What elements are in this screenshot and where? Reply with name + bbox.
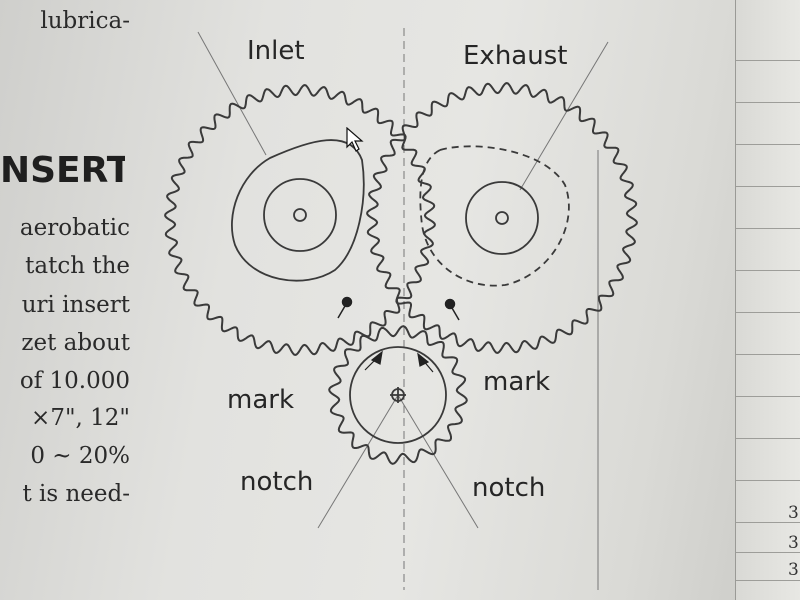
text-line: zet about — [21, 330, 130, 356]
mark-label-left: mark — [227, 385, 295, 415]
text-line: aerobatic — [19, 215, 130, 241]
exhaust-boss-inner — [495, 211, 509, 225]
text-line: 0 ~ 20% — [30, 443, 130, 469]
inlet-guide-line — [197, 31, 267, 156]
strip-digit: 3 — [788, 503, 799, 523]
notch-label-right: notch — [472, 473, 546, 503]
inlet-dot-tick — [337, 305, 346, 319]
mouse-cursor-icon — [346, 127, 364, 152]
inlet-boss-outer — [263, 178, 337, 252]
adjacent-page-strip: 3 3 3 — [735, 0, 800, 600]
inlet-timing-dot — [341, 296, 353, 308]
text-line: uri insert — [21, 292, 130, 318]
inlet-boss-inner — [293, 208, 307, 222]
strip-digit: 3 — [788, 560, 799, 580]
exhaust-guide-line — [519, 41, 609, 191]
exhaust-cam-profile — [419, 145, 570, 287]
inlet-gear — [164, 84, 436, 356]
crank-mark-line-left — [317, 394, 399, 529]
text-line: t is need- — [22, 481, 130, 507]
mark-label-right: mark — [483, 367, 551, 397]
exhaust-dot-tick — [451, 307, 460, 321]
crank-mark-line-right — [397, 394, 479, 529]
crank-gear — [328, 325, 468, 465]
text-line: tatch the — [25, 253, 130, 279]
notch-label-left: notch — [240, 467, 314, 497]
section-heading: NSERT — [0, 150, 125, 191]
strip-digit: 3 — [788, 533, 799, 553]
exhaust-gear — [366, 82, 638, 354]
inlet-label: Inlet — [247, 36, 305, 66]
crank-gear-inner-circle — [349, 346, 447, 444]
exhaust-boss-outer — [465, 181, 539, 255]
exhaust-timing-dot — [444, 298, 456, 310]
text-line: ×7", 12" — [31, 405, 130, 431]
text-line-top: lubrica- — [40, 8, 130, 34]
exhaust-label: Exhaust — [463, 41, 568, 71]
text-line: of 10.000 — [19, 368, 130, 394]
